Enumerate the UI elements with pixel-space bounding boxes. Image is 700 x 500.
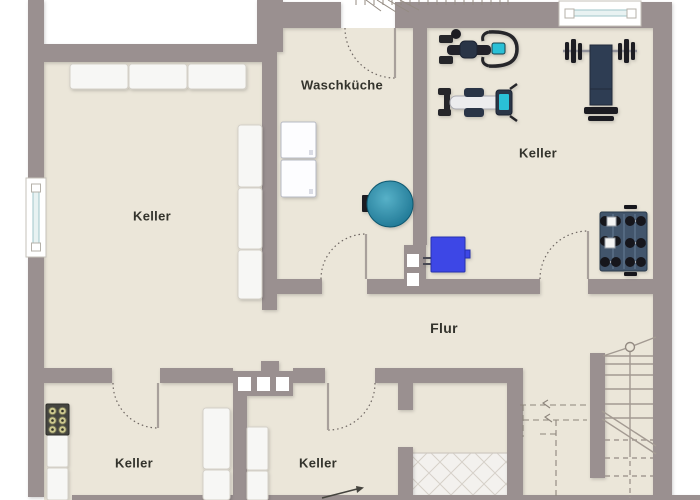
rowing-machine xyxy=(438,82,518,123)
direction-arrow xyxy=(321,486,364,499)
wall-flur-bottom-a xyxy=(44,368,112,383)
wall-divider-gym xyxy=(413,2,427,245)
exercise-bike xyxy=(439,29,519,68)
room-label-keller-bottom-left: Keller xyxy=(115,455,153,471)
wall-stub-bottom xyxy=(398,447,413,500)
dumbbell-rack xyxy=(599,205,648,276)
wall-flur-bottom-d xyxy=(375,368,523,383)
wall-right-room xyxy=(507,368,523,500)
window-left xyxy=(25,177,47,258)
washing-machines xyxy=(280,121,317,198)
wall-flur-bottom-b xyxy=(160,368,233,383)
bottle-crate xyxy=(45,403,70,436)
wall-waschkueche-top xyxy=(283,2,341,28)
room-label-keller-fitness: Keller xyxy=(519,145,557,161)
chimney-tab xyxy=(261,361,279,372)
room-label-keller-bottom-middle: Keller xyxy=(299,455,337,471)
wall-bottom-divider xyxy=(233,396,247,500)
clearance-dashed-lines xyxy=(520,399,587,498)
heating-unit xyxy=(423,236,471,273)
floor-area xyxy=(44,28,653,500)
shelf-column-right xyxy=(237,124,263,300)
shelf-bottom-middle-room xyxy=(246,426,269,500)
room-label-flur: Flur xyxy=(430,320,458,336)
furniture xyxy=(45,29,648,500)
doors xyxy=(112,27,590,431)
wall-flur-top-b xyxy=(367,279,540,294)
wall-right xyxy=(653,2,672,500)
room-label-keller-left: Keller xyxy=(133,208,171,224)
wall-flur-bottom-c xyxy=(293,368,325,383)
bench-press xyxy=(563,39,637,121)
tiled-floor xyxy=(413,452,507,500)
wall-top-left-room xyxy=(28,44,263,62)
shelf-row-top xyxy=(69,63,247,90)
wall-stair xyxy=(590,353,605,478)
wall-bottom-band xyxy=(72,495,700,500)
window-top xyxy=(558,0,642,27)
door-arc-keller-bm xyxy=(327,382,376,431)
staircase xyxy=(601,336,657,498)
shelf-bottom-left-room xyxy=(46,407,231,500)
wall-divider-left xyxy=(262,50,277,310)
stair-rail-node xyxy=(624,341,636,353)
wall-waschkueche-corner xyxy=(257,0,283,52)
wall-stub-top xyxy=(398,383,413,410)
windows xyxy=(25,0,642,258)
wall-flur-top-c xyxy=(588,279,655,294)
exterior-stair-hatch xyxy=(355,0,509,13)
wall-flur-top-a xyxy=(277,279,322,294)
chimney-flues xyxy=(238,254,419,391)
boiler-tank xyxy=(362,180,414,228)
room-label-waschkueche: Waschküche xyxy=(301,77,383,93)
door-arc-waschkueche-top xyxy=(344,27,396,79)
